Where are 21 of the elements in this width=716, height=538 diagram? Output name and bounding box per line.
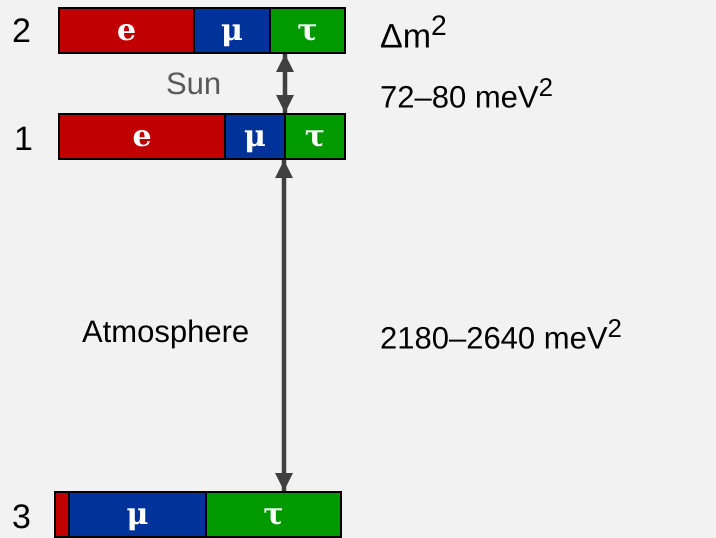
flavor-segment: μ bbox=[226, 115, 286, 158]
flavor-segment: e bbox=[60, 115, 226, 158]
flavor-segment: μ bbox=[70, 493, 207, 536]
flavor-segment bbox=[56, 493, 70, 536]
flavor-segment: τ bbox=[207, 493, 340, 536]
flavor-segment: e bbox=[60, 9, 195, 52]
level-number: 1 bbox=[14, 122, 33, 156]
value-range: 2180–2640 meV$^{2}$ bbox=[380, 317, 622, 354]
mixing-bar bbox=[58, 113, 346, 160]
axis-heading: Δm$^{2}$ bbox=[380, 12, 447, 54]
flavor-segment: μ bbox=[195, 9, 271, 52]
level-number: 3 bbox=[12, 500, 31, 534]
edge-label: Sun bbox=[166, 68, 222, 99]
flavor-segment: τ bbox=[286, 115, 344, 158]
mixing-bar bbox=[54, 491, 342, 538]
value-range: 72–80 meV$^{2}$ bbox=[380, 76, 553, 112]
mixing-bar bbox=[58, 7, 346, 54]
double-arrow bbox=[275, 160, 293, 491]
double-arrow bbox=[276, 54, 294, 113]
flavor-segment: τ bbox=[271, 9, 344, 52]
level-number: 2 bbox=[12, 14, 31, 48]
